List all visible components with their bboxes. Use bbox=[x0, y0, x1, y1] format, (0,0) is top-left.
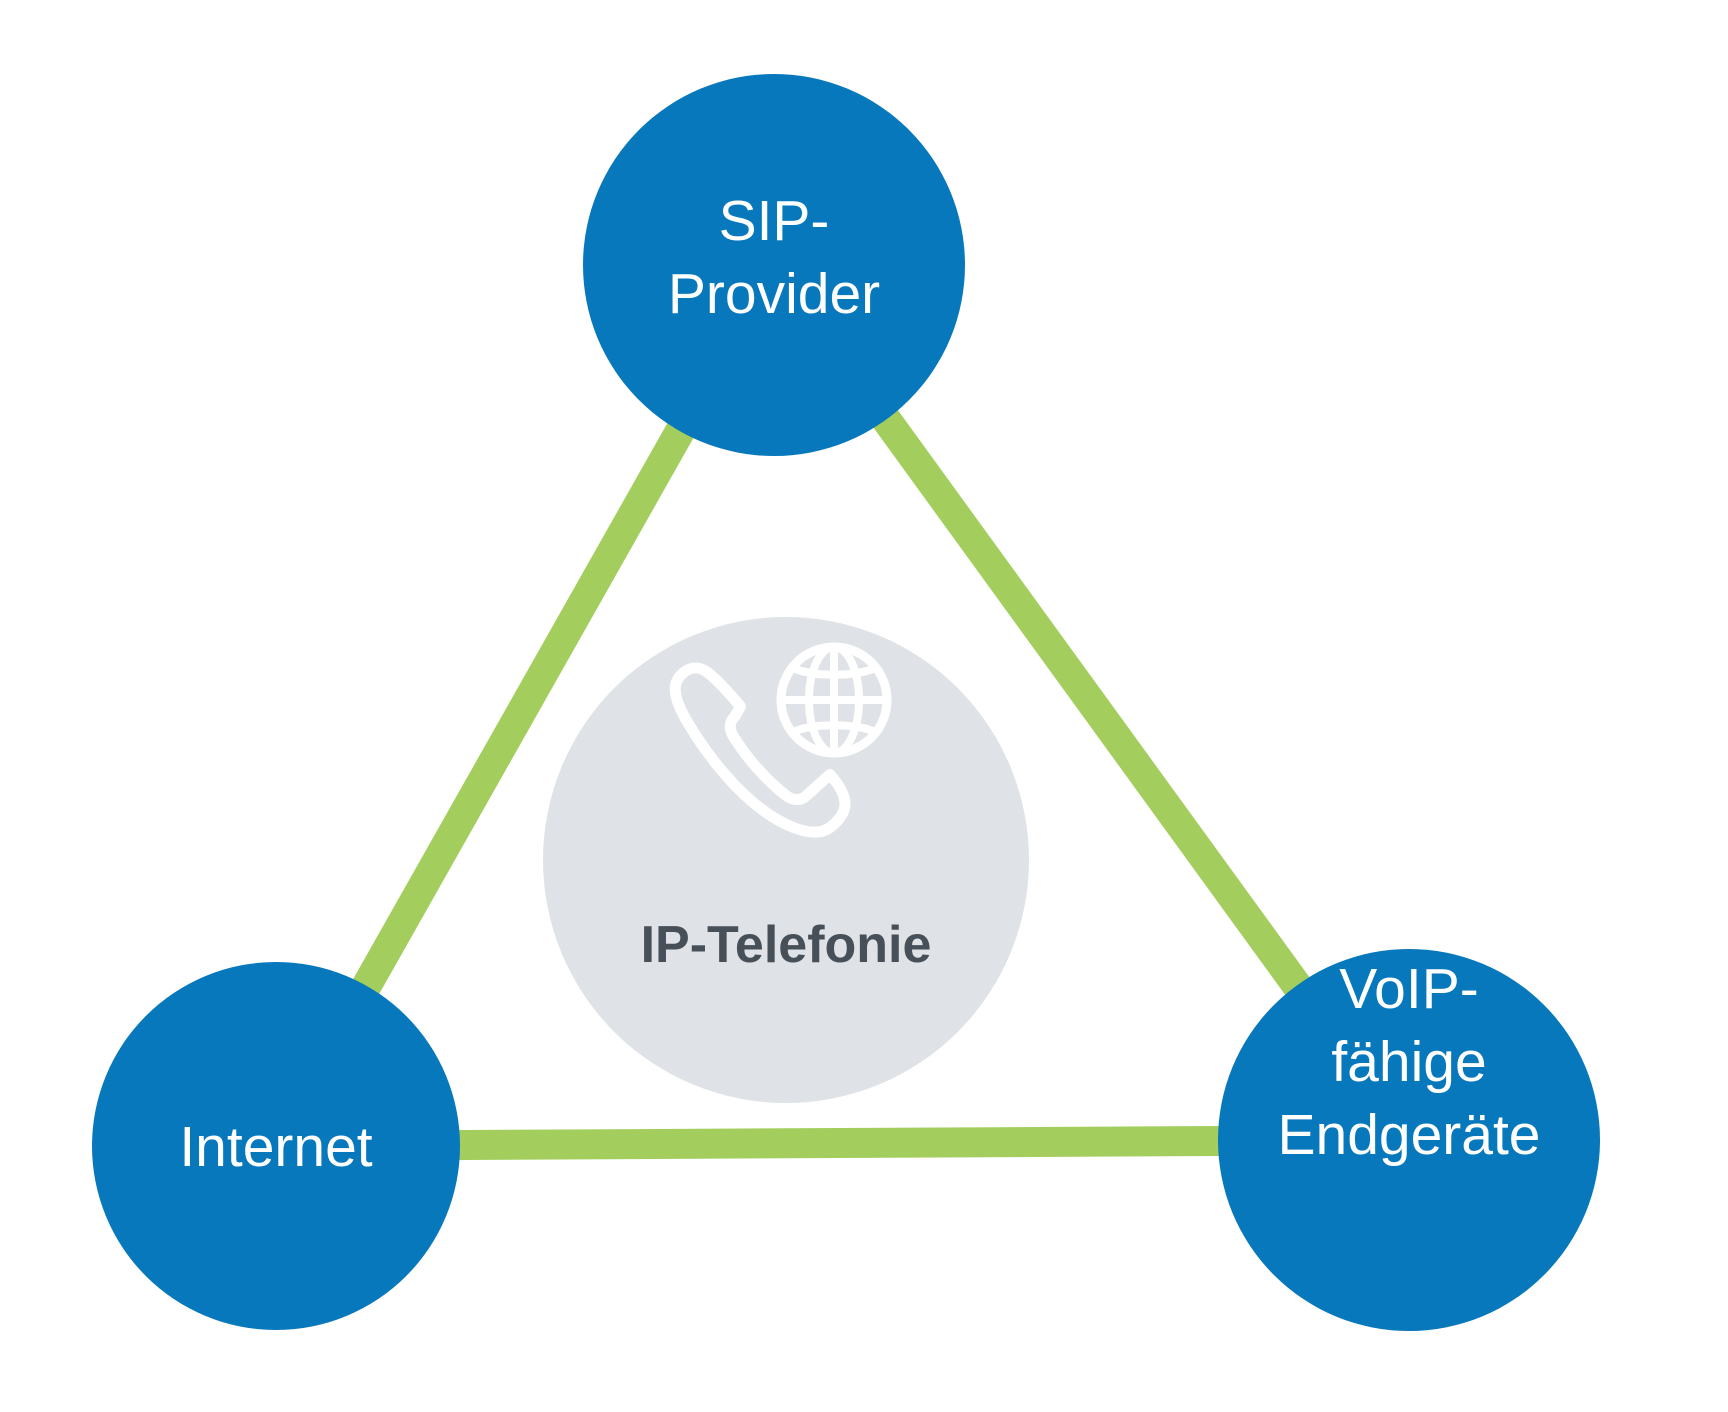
node-voip-endgeraete[interactable]: VoIP- fähige Endgeräte bbox=[1218, 949, 1600, 1331]
globe-meridian-ellipse bbox=[805, 643, 863, 757]
node-sip-provider-circle[interactable] bbox=[583, 74, 965, 456]
center-node: IP-Telefonie bbox=[543, 617, 1029, 1103]
node-voip-endgeraete-label-line2: fähige bbox=[1331, 1030, 1486, 1094]
globe-parallel-upper bbox=[789, 664, 879, 679]
phone-handset-icon bbox=[669, 662, 851, 838]
globe-parallel-lower bbox=[789, 721, 879, 736]
node-internet-circle[interactable] bbox=[92, 962, 460, 1330]
phone-globe-icon bbox=[669, 642, 892, 838]
center-circle bbox=[543, 617, 1029, 1103]
node-sip-provider[interactable]: SIP- Provider bbox=[583, 74, 965, 456]
node-internet[interactable]: Internet bbox=[92, 962, 460, 1330]
center-label: IP-Telefonie bbox=[641, 916, 932, 974]
node-internet-label: Internet bbox=[179, 1115, 372, 1179]
node-voip-endgeraete-label-line1: VoIP- bbox=[1339, 957, 1478, 1021]
node-sip-provider-label-line1: SIP- bbox=[719, 189, 830, 253]
node-voip-endgeraete-label-line3: Endgeräte bbox=[1277, 1103, 1540, 1167]
node-voip-endgeraete-circle[interactable] bbox=[1218, 949, 1600, 1331]
node-sip-provider-label-line2: Provider bbox=[668, 262, 880, 326]
